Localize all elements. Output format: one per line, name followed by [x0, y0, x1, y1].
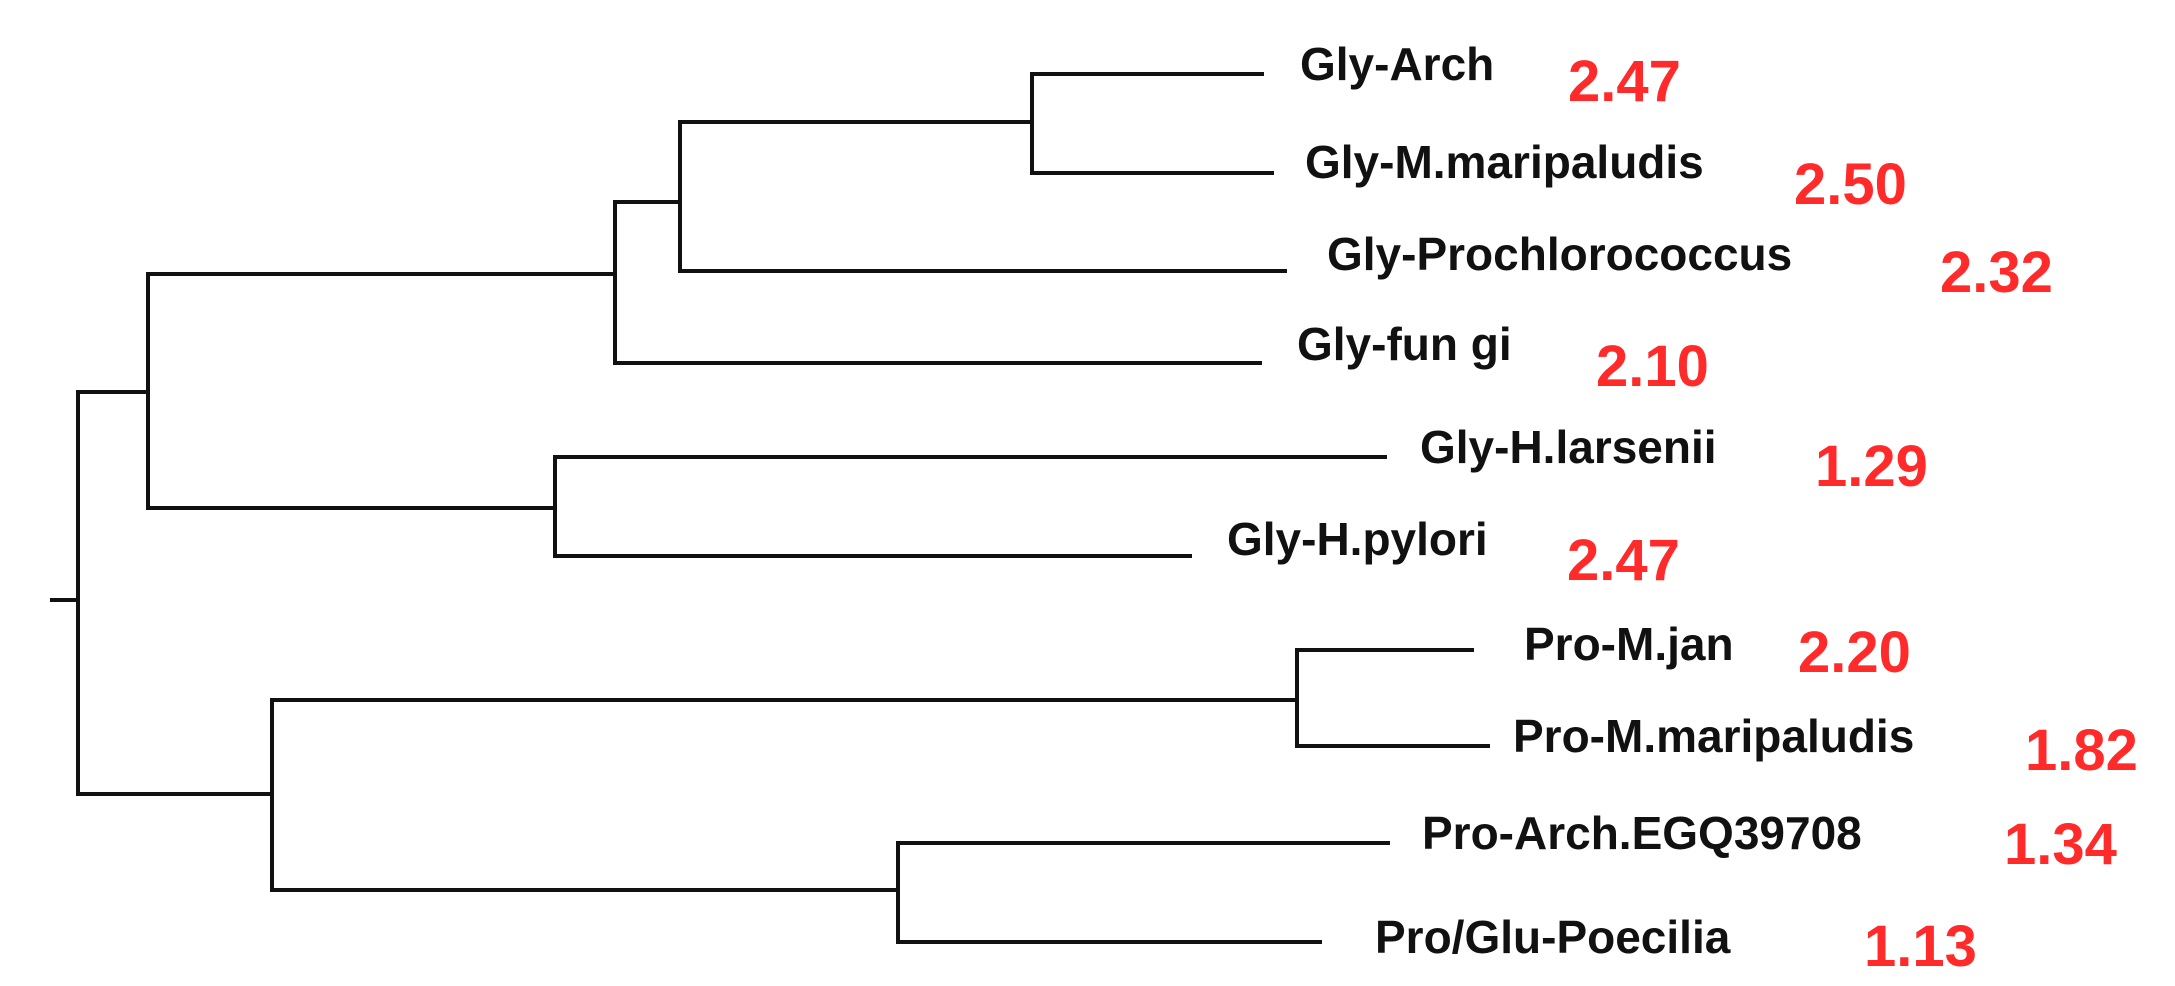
leaf-label-gly-fungi: Gly-fun gi — [1297, 318, 1512, 370]
leaf-label-gly-h-pylori: Gly-H.pylori — [1227, 513, 1488, 565]
leaf-value-gly-h-larsenii: 1.29 — [1815, 434, 1928, 499]
leaf-label-pro-arch-egq39708: Pro-Arch.EGQ39708 — [1422, 807, 1862, 859]
tree-branches — [50, 72, 1490, 944]
leaf-label-gly-m-maripaludis: Gly-M.maripaludis — [1305, 136, 1704, 188]
leaf-value-gly-prochlorococcus: 2.32 — [1940, 240, 2053, 305]
leaf-value-gly-fungi: 2.10 — [1596, 334, 1709, 399]
leaf-value-pro-m-jan: 2.20 — [1798, 620, 1911, 685]
leaf-label-pro-glu-poecilia: Pro/Glu-Poecilia — [1375, 911, 1731, 963]
leaf-value-pro-m-maripaludis: 1.82 — [2025, 718, 2138, 783]
leaf-values: 2.47 2.50 2.32 2.10 1.29 2.47 2.20 1.82 … — [1567, 49, 2138, 979]
leaf-value-pro-glu-poecilia: 1.13 — [1864, 914, 1977, 979]
leaf-labels: Gly-Arch Gly-M.maripaludis Gly-Prochloro… — [1227, 38, 1914, 963]
leaf-label-gly-prochlorococcus: Gly-Prochlorococcus — [1327, 228, 1792, 280]
leaf-value-pro-arch-egq39708: 1.34 — [2004, 812, 2117, 877]
leaf-label-pro-m-jan: Pro-M.jan — [1524, 618, 1734, 670]
leaf-value-gly-m-maripaludis: 2.50 — [1794, 152, 1907, 217]
leaf-label-gly-h-larsenii: Gly-H.larsenii — [1420, 421, 1717, 473]
leaf-value-gly-h-pylori: 2.47 — [1567, 528, 1680, 593]
leaf-label-gly-arch: Gly-Arch — [1300, 38, 1494, 90]
leaf-label-pro-m-maripaludis: Pro-M.maripaludis — [1513, 710, 1914, 762]
leaf-value-gly-arch: 2.47 — [1568, 49, 1681, 114]
